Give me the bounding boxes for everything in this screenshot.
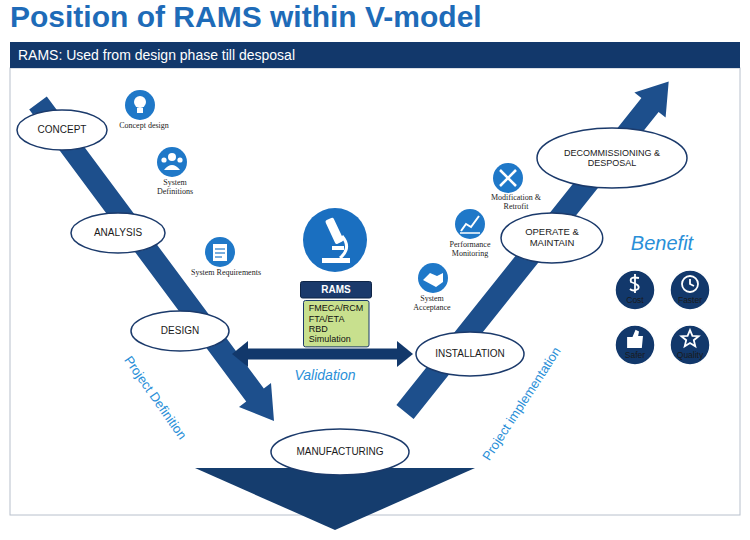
header-text: RAMS: Used from design phase till despos… bbox=[18, 47, 295, 63]
icon-caption: System Acceptance bbox=[402, 295, 462, 313]
text-wrap: FMECA/RCM FTA/ETA RBD Simulation bbox=[309, 303, 364, 344]
node-label: MANUFACTURING bbox=[296, 446, 383, 458]
microscope-icon bbox=[303, 208, 367, 272]
node-label: DESIGN bbox=[161, 325, 199, 337]
text-wrap: OPERATE & MAINTAIN bbox=[519, 227, 585, 249]
benefit-circle: Cost bbox=[614, 269, 656, 311]
node-label: Cost bbox=[626, 296, 643, 306]
node-label: CONCEPT bbox=[38, 124, 87, 136]
text-wrap: Faster bbox=[678, 296, 702, 306]
text-wrap: Quality bbox=[677, 351, 703, 361]
phase-ellipse: DESIGN bbox=[130, 310, 230, 352]
arrow-shaft bbox=[248, 349, 397, 360]
text-wrap: DESIGN bbox=[161, 325, 199, 337]
phase-ellipse: CONCEPT bbox=[16, 109, 108, 151]
phase-ellipse: MANUFACTURING bbox=[270, 428, 410, 476]
bottom-arrow bbox=[195, 468, 475, 530]
icon-caption: Modification & Retrofit bbox=[481, 194, 551, 212]
chart-icon bbox=[455, 209, 485, 239]
page-title: Position of RAMS within V-model bbox=[10, 0, 482, 34]
node-label: OPERATE & MAINTAIN bbox=[519, 227, 585, 249]
tools-icon bbox=[493, 163, 523, 193]
text-wrap: RAMS: Used from design phase till despos… bbox=[18, 47, 295, 63]
icon-caption: System Requirements bbox=[191, 269, 261, 278]
icon-caption: System Definitions bbox=[145, 179, 205, 197]
text-wrap: Cost bbox=[626, 296, 643, 306]
benefit-circle: Faster bbox=[669, 269, 711, 311]
benefit-circle: Quality bbox=[669, 324, 711, 366]
node-label: DECOMMISSIONING & DESPOSAL bbox=[562, 148, 662, 169]
text-wrap: RAMS bbox=[321, 284, 350, 296]
section-heading: Benefit bbox=[617, 232, 707, 254]
benefit-circle: Safer bbox=[614, 324, 656, 366]
node-label: Safer bbox=[625, 351, 645, 361]
document-icon bbox=[205, 237, 235, 267]
arrow-head bbox=[232, 341, 248, 367]
handshake-icon bbox=[418, 263, 448, 293]
node-label: Faster bbox=[678, 296, 702, 306]
phase-ellipse: OPERATE & MAINTAIN bbox=[500, 212, 604, 264]
method-box: FMECA/RCM FTA/ETA RBD Simulation bbox=[303, 300, 370, 347]
rams-header-box: RAMS bbox=[300, 281, 372, 299]
phase-ellipse: INSTALLATION bbox=[415, 331, 525, 377]
people-icon bbox=[157, 147, 187, 177]
arrow-head bbox=[397, 341, 413, 367]
text-wrap: CONCEPT bbox=[38, 124, 87, 136]
node-label: INSTALLATION bbox=[435, 348, 505, 360]
header-bar: RAMS: Used from design phase till despos… bbox=[10, 42, 740, 68]
node-label: Quality bbox=[677, 351, 703, 361]
node-label: RAMS bbox=[321, 284, 350, 296]
node-label: ANALYSIS bbox=[94, 227, 142, 239]
text-wrap: DECOMMISSIONING & DESPOSAL bbox=[562, 148, 662, 169]
icon-caption: Concept design bbox=[114, 122, 174, 131]
content-frame bbox=[10, 68, 740, 515]
text-wrap: ANALYSIS bbox=[94, 227, 142, 239]
node-label: FMECA/RCM FTA/ETA RBD Simulation bbox=[309, 303, 364, 344]
phase-ellipse: ANALYSIS bbox=[70, 212, 166, 254]
icon-caption: Performance Monitoring bbox=[435, 241, 505, 259]
phase-ellipse: DECOMMISSIONING & DESPOSAL bbox=[536, 127, 688, 189]
phase-group-label: Project Definition bbox=[121, 354, 189, 443]
text-wrap: Safer bbox=[625, 351, 645, 361]
text-wrap: INSTALLATION bbox=[435, 348, 505, 360]
text-wrap: MANUFACTURING bbox=[296, 446, 383, 458]
validation-label: Validation bbox=[280, 368, 370, 383]
bulb-icon bbox=[125, 90, 155, 120]
